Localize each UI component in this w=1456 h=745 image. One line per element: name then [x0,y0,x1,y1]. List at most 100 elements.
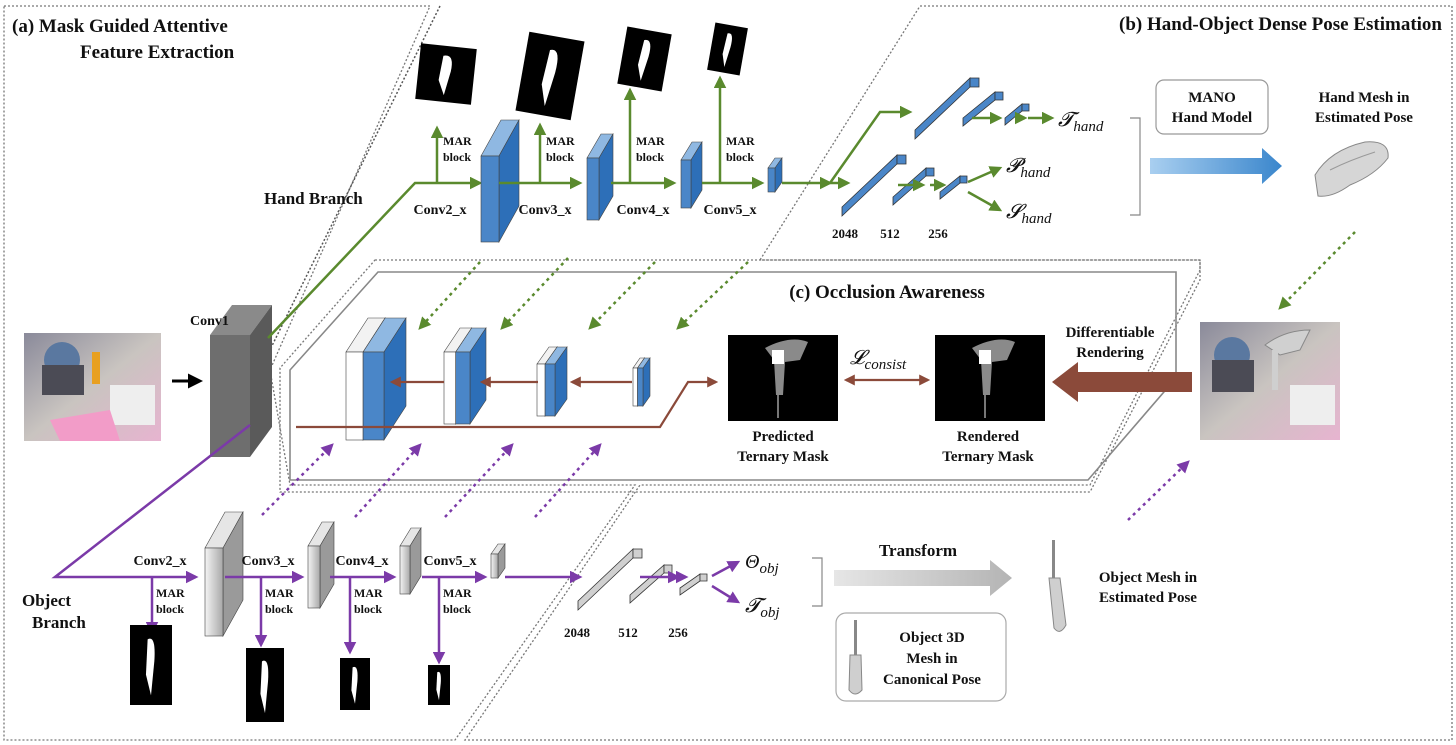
hand-s-arrow [967,190,1003,212]
mano-box [1155,79,1269,135]
object-theta-output: Θobj [745,551,779,577]
hand-to-occlusion-dotted-arrow [418,261,481,330]
transform-label: Transform [879,541,957,560]
cross-branch-dotted-arrows [261,257,749,518]
hand-conv-block [586,132,614,222]
object-conv-label: Conv4_x [336,554,389,569]
section-borders [3,5,1453,741]
occlusion-block [632,357,651,407]
hand-p-arrow [967,166,1003,184]
object-mar-label: MAR [443,586,472,600]
object-to-occlusion-dotted-arrow [534,443,602,518]
occlusion-block-blue [455,327,487,425]
predicted-mask-label-line2: Ternary Mask [737,449,829,465]
hand-mar-mask [415,43,477,105]
object-3d-label-line1: Object 3D [899,630,965,646]
hand-fc-dim-label: 2048 [832,226,859,241]
object-mar-mask [130,625,172,705]
object-t-arrow [711,584,741,604]
object-output-brace [812,557,823,607]
occlusion-block-blue [636,357,651,407]
object-mar-label: block [265,602,293,616]
consistency-loss-label: 𝓛consist [850,347,907,373]
hand-conv-label: Conv4_x [617,203,670,218]
diff-rendering-label-line1: Differentiable [1066,325,1155,341]
hand-mesh-label-line2: Estimated Pose [1315,110,1413,126]
predicted-mask-image [728,335,838,421]
object-conv-label: Conv3_x [242,554,295,569]
object-mar-label: block [443,602,471,616]
hand-branch-arrow-to-t [828,105,913,184]
hand-output-brace [1130,117,1141,216]
object-to-occlusion-dotted-arrow [261,443,334,516]
object-to-occlusion-dotted-arrow [444,443,514,518]
object-mar-label: block [156,602,184,616]
object-fc-bar [629,564,673,604]
hand-branch-label: Hand Branch [264,189,363,208]
hand-mar-mask [707,22,748,76]
section-c-inner-border [289,271,1177,481]
object-3d-mesh-box [835,612,1007,702]
hand-to-occlusion-dotted-arrow [676,261,749,330]
hand-mar-label: MAR [546,134,575,148]
hand-fc-bar [962,91,1004,127]
hand-fc-bar [892,167,935,206]
section-a-border [3,5,637,741]
hand-fc-dim-label: 512 [880,226,900,241]
input-image [24,333,161,441]
section-b-title: (b) Hand-Object Dense Pose Estimation [1119,14,1442,35]
hand-conv-label: Conv3_x [519,203,572,218]
object-fc-dim-label: 256 [668,625,688,640]
predicted-mask-label-line1: Predicted [752,429,814,445]
hand-mar-mask [617,26,672,92]
mano-label-line2: Hand Model [1172,110,1252,126]
occlusion-block [443,327,487,425]
object-conv-label: Conv2_x [134,554,187,569]
hand-conv-block [480,118,520,244]
hand-mesh-label-line1: Hand Mesh in [1319,90,1411,106]
hand-to-occlusion-dotted-arrow [588,261,656,330]
object-mesh-label-line1: Object Mesh in [1099,570,1198,586]
object-conv-block [399,526,422,596]
mano-arrow [1150,148,1282,184]
object-to-occlusion-dotted-arrow [354,443,422,518]
hand-mesh-to-render-arrow [1278,231,1356,310]
object-3d-label-line3: Canonical Pose [883,672,981,688]
hand-fc-bar [841,154,907,217]
object-fc-dim-label: 512 [618,625,638,640]
object-mar-label: MAR [156,586,185,600]
object-mar-label: MAR [354,586,383,600]
hand-branch-line [267,176,483,339]
occlusion-decoder-blocks [345,316,651,442]
rendered-mask-label-line1: Rendered [957,429,1020,445]
object-fc-layers [577,548,708,611]
mano-label-line1: MANO [1188,90,1236,106]
conv1-label: Conv1 [190,314,229,329]
object-mesh-label-line2: Estimated Pose [1099,590,1197,606]
object-fc-dim-label: 2048 [564,625,591,640]
rendered-mask-image [935,335,1045,421]
occlusion-block [536,346,568,417]
hand-p-output: 𝓟hand [1006,155,1051,181]
object-conv-block [307,520,335,610]
object-mesh-image [1048,540,1067,632]
occlusion-block-blue [544,346,568,417]
object-theta-arrow [711,560,741,578]
hand-mar-label: MAR [636,134,665,148]
hand-mar-label: MAR [443,134,472,148]
object-branch-label-line1: Object [22,591,71,610]
object-t-output: 𝓣obj [745,595,780,621]
hand-mar-label: block [636,150,664,164]
rendered-mask-label-line2: Ternary Mask [942,449,1034,465]
hand-mar-label: block [443,150,471,164]
hand-fc-bar [1004,103,1030,126]
section-c-title: (c) Occlusion Awareness [789,282,985,303]
hand-mar-label: block [726,150,754,164]
object-3d-mesh-image [848,620,863,695]
object-fc-bar [577,548,643,611]
object-mar-label: MAR [265,586,294,600]
section-a-title: (a) Mask Guided Attentive [12,16,228,37]
